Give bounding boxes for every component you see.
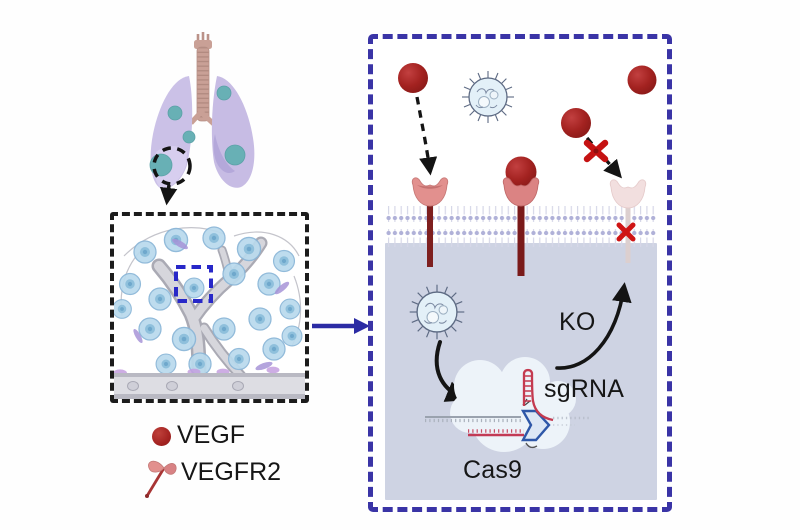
vegfr2-receptor-free bbox=[411, 177, 449, 267]
bottom-blood-vessel bbox=[113, 366, 305, 399]
legend-vegf-label: VEGF bbox=[177, 421, 246, 449]
biopsy-region-circle bbox=[152, 146, 192, 186]
zoom-connector-arrow bbox=[312, 318, 370, 334]
sgrna-hairpin bbox=[522, 368, 554, 422]
roi-zoom-box bbox=[174, 265, 213, 303]
tumor-microenvironment-box bbox=[110, 212, 309, 403]
vegf-binding-arrow bbox=[415, 96, 438, 176]
vegf-molecule-bound bbox=[505, 156, 537, 188]
vegf-molecule bbox=[627, 65, 657, 95]
vegf-molecule bbox=[561, 108, 591, 138]
blocked-binding-x-icon bbox=[583, 139, 609, 163]
cas9-label: Cas9 bbox=[463, 456, 523, 484]
tumor-microenvironment-art bbox=[112, 226, 305, 399]
cas9-complex bbox=[425, 357, 589, 452]
sgrna-label: sgRNA bbox=[544, 375, 625, 403]
lungs-illustration bbox=[149, 32, 255, 206]
knockout-x-on-receptor bbox=[616, 222, 636, 242]
ko-label: KO bbox=[559, 308, 596, 336]
vegf-molecule-icon bbox=[152, 427, 171, 446]
stromal-cells bbox=[133, 238, 290, 371]
biopsy-arrow bbox=[159, 184, 178, 206]
viral-vector-extracellular bbox=[461, 70, 515, 124]
blocked-binding-arrow bbox=[585, 136, 622, 179]
panel-art bbox=[385, 63, 657, 452]
knockout-arrow bbox=[555, 282, 632, 370]
viral-vector-intracellular bbox=[409, 284, 465, 340]
vegf-molecule bbox=[398, 63, 428, 93]
vegfr2-receptor-icon bbox=[145, 460, 177, 498]
trachea bbox=[189, 32, 219, 129]
crispr-knockout-panel: KO sgRNA Cas9 bbox=[368, 34, 672, 512]
vegfr2-receptor-bound bbox=[502, 177, 540, 276]
legend-vegfr2-label: VEGFR2 bbox=[181, 458, 282, 486]
